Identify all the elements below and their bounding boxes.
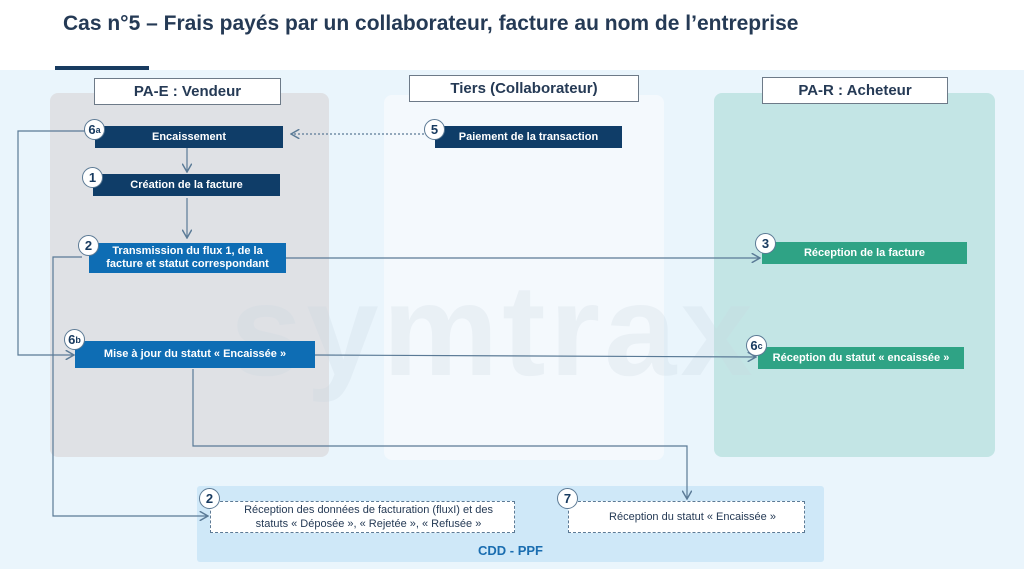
step-number-2-ppf: 2 — [199, 488, 220, 509]
step-creation-facture: Création de la facture — [93, 174, 280, 196]
step-reception-facture: Réception de la facture — [762, 242, 967, 264]
lane-acheteur — [714, 93, 995, 457]
step-number-2: 2 — [78, 235, 99, 256]
step-paiement: Paiement de la transaction — [435, 126, 622, 148]
lane-tiers — [384, 95, 664, 460]
ppf-reception-statut: Réception du statut « Encaissée » — [568, 501, 805, 533]
title-underline — [55, 66, 149, 70]
step-reception-statut: Réception du statut « encaissée » — [758, 347, 964, 369]
ppf-label: CDD - PPF — [478, 543, 543, 558]
step-transmission: Transmission du flux 1, de la facture et… — [89, 243, 286, 273]
ppf-reception-donnees: Réception des données de facturation (fl… — [210, 501, 515, 533]
lane-label-vendeur: PA-E : Vendeur — [94, 78, 281, 105]
step-mise-a-jour-statut: Mise à jour du statut « Encaissée » — [75, 341, 315, 368]
symtrax-watermark: symtrax — [230, 257, 757, 403]
arrow-miseajour-to-reception-statut — [314, 355, 756, 357]
step-number-7: 7 — [557, 488, 578, 509]
step-number-3: 3 — [755, 233, 776, 254]
lane-label-tiers: Tiers (Collaborateur) — [409, 75, 639, 102]
step-number-1: 1 — [82, 167, 103, 188]
step-number-5: 5 — [424, 119, 445, 140]
page-title: Cas n°5 – Frais payés par un collaborate… — [63, 12, 799, 35]
lane-label-acheteur: PA-R : Acheteur — [762, 77, 948, 104]
arrow-transmission-to-ppf — [52, 256, 208, 516]
arrow-miseajour-to-ppf — [192, 369, 687, 499]
arrow-6a-to-6b — [17, 130, 88, 355]
step-encaissement: Encaissement — [95, 126, 283, 148]
lane-vendeur — [50, 93, 329, 457]
